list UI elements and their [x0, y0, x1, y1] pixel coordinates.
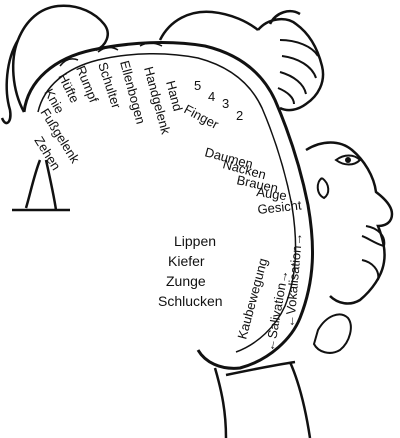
toes-figure [12, 159, 70, 212]
eye-figure [334, 154, 362, 166]
label-finger-3: 3 [222, 96, 229, 111]
face-profile [305, 141, 394, 305]
cortex-inner-outline [37, 52, 297, 353]
cortex-outer-outline [22, 41, 314, 370]
mouth-labels: Lippen Kiefer Zunge Schlucken [158, 233, 223, 309]
label-auge: Auge [256, 184, 288, 203]
label-finger-4: 4 [208, 89, 215, 104]
label-finger-2: 2 [236, 108, 243, 123]
label-gesicht: Gesicht [257, 197, 303, 217]
pupil-figure [345, 157, 351, 163]
label-lippen: Lippen [174, 233, 216, 249]
leg-figure [0, 4, 109, 125]
finger-number-labels: 5 4 3 2 [194, 78, 243, 123]
hand-figure [158, 10, 325, 112]
label-schlucken: Schlucken [158, 293, 223, 309]
mouth-figure [361, 225, 386, 281]
label-finger-5: 5 [194, 78, 201, 93]
ear-figure [316, 177, 330, 200]
label-kiefer: Kiefer [168, 253, 205, 269]
fingers-figure [277, 39, 319, 105]
jaw-figure [312, 313, 352, 354]
body-labels: Hand Handgelenk Ellenbogen Schulter Rump… [31, 59, 185, 173]
face-labels: Daumen Nacken Brauen Auge Gesicht [203, 144, 302, 217]
label-finger: Finger [182, 101, 222, 132]
label-kaubewegung: Kaubewegung [234, 257, 270, 341]
label-zunge: Zunge [166, 273, 206, 289]
brain-stem [213, 360, 312, 438]
cortex-gyri [59, 42, 163, 67]
